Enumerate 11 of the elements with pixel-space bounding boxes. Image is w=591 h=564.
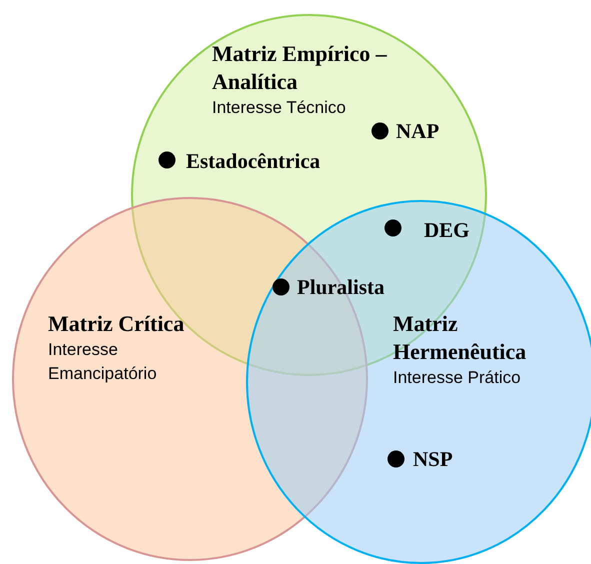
point-label: DEG xyxy=(424,217,470,243)
point-label: Pluralista xyxy=(297,274,384,300)
circle-heading: Matriz Hermenêutica xyxy=(393,310,528,366)
circle-subtitle: Interesse Emancipatório xyxy=(48,339,158,385)
circle-heading: Matriz Crítica xyxy=(48,310,186,338)
circle-subtitle: Interesse Técnico xyxy=(212,97,347,119)
circle-subtitle: Interesse Prático xyxy=(393,367,522,389)
circle-heading: Matriz Empírico – Analítica xyxy=(212,40,388,96)
point-label: NSP xyxy=(413,446,453,472)
point-label: NAP xyxy=(396,118,440,144)
point-label: Estadocêntrica xyxy=(186,148,320,174)
